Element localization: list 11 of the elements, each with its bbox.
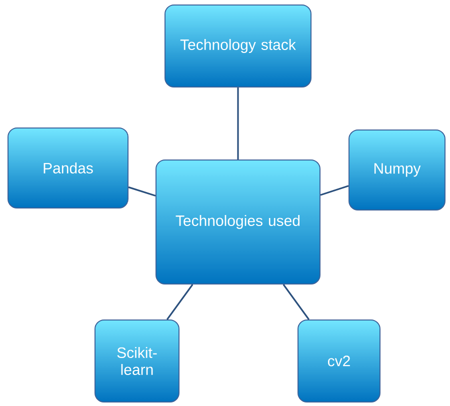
process-box: Scikit-learn [94, 319, 180, 402]
connector-line [320, 185, 349, 196]
process-box: Pandas [8, 128, 128, 208]
connector-line [128, 186, 156, 197]
connector-line [166, 284, 194, 320]
process-box: Numpy [348, 130, 446, 210]
connector-line [237, 88, 239, 160]
process-box: Technologies used [156, 159, 320, 284]
process-box: cv2 [298, 319, 380, 402]
process-box: Technology stack [164, 4, 312, 88]
connector-line [282, 284, 310, 320]
